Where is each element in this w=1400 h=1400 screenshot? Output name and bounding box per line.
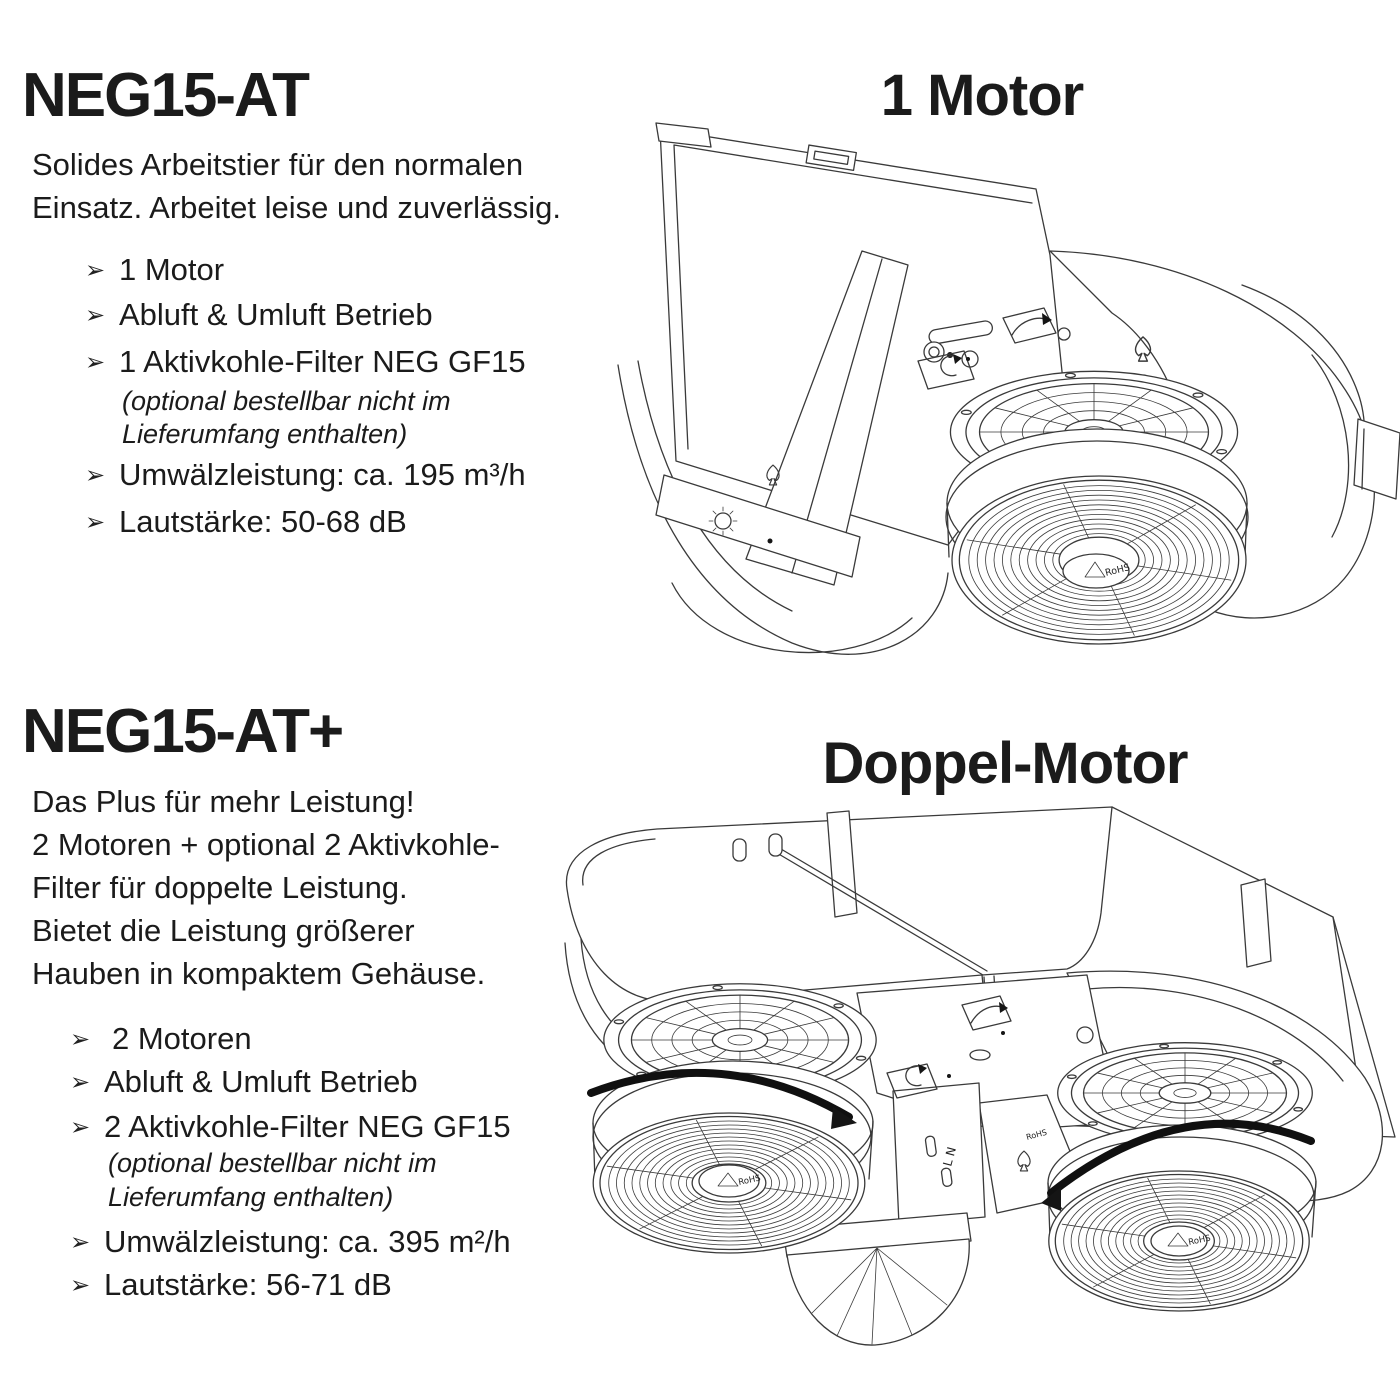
svg-text:RoHS: RoHS [1188,1233,1212,1247]
section2-intro-line3: Filter für doppelte Leistung. [32,870,408,905]
rotation-arrow [587,1068,853,1121]
svg-text:RoHS: RoHS [738,1173,762,1187]
rotation-arrowhead [831,1107,857,1129]
double-motor-drawing: L N RoHS [564,806,1396,1346]
rotation-arrowhead [1041,1187,1061,1211]
section2-bullet-3: ➢ 2 Aktivkohle-Filter NEG GF15 [70,1109,511,1144]
dot [966,357,970,361]
lamp-panel [655,474,861,578]
bullet-arrow-icon: ➢ [85,302,106,329]
screw-hole [1076,1026,1094,1044]
right-carbon-filter: RoHS [1041,1119,1317,1312]
rohs-label: RoHS [698,1164,762,1198]
section2-bullet-2: ➢ Abluft & Umluft Betrieb [70,1064,418,1099]
screw-hole [1057,327,1071,341]
section1-bullet-2: ➢ Abluft & Umluft Betrieb [85,297,433,332]
bullet-arrow-icon: ➢ [70,1272,91,1299]
bullet-arrow-icon: ➢ [85,349,106,376]
bullet-arrow-icon: ➢ [70,1229,91,1256]
section1-bullet-3-note1: (optional bestellbar nicht im [122,386,451,416]
figure1-title: 1 Motor [880,63,1084,128]
mounting-peg [768,833,783,857]
lamp-icon [708,506,738,536]
bullet-arrow-icon: ➢ [70,1069,91,1096]
bullet-arrow-icon: ➢ [85,462,106,489]
bullet-arrow-icon: ➢ [85,257,106,284]
section2-intro-line1: Das Plus für mehr Leistung! [32,784,415,819]
left-carbon-filter: RoHS [587,1060,874,1254]
dot [947,1074,951,1078]
main-hull [564,806,1272,1124]
section1-title: NEG15-AT [22,61,310,130]
dot [1001,1031,1005,1035]
section2-title: NEG15-AT+ [22,697,344,766]
bullet-arrow-icon: ➢ [70,1026,91,1053]
vent-slot [969,1049,991,1061]
section1-bullet-4: ➢ Umwälzleistung: ca. 195 m³/h [85,457,526,492]
section2-intro-line5: Hauben in kompaktem Gehäuse. [32,956,486,991]
section2-bullet-5: ➢ Lautstärke: 56-71 dB [70,1267,392,1302]
exhaust-mode-icon [1002,307,1057,344]
section2-intro-line2: 2 Motoren + optional 2 Aktivkohle- [32,827,500,862]
section1-intro-line2: Einsatz. Arbeitet leise und zuverlässig. [32,190,561,225]
recirculation-mode-icon [917,350,975,390]
rohs-label: RoHS [1062,553,1131,589]
latch [805,144,857,172]
carbon-filter: RoHS [945,428,1249,645]
figure2-title: Doppel-Motor [822,731,1189,796]
section2-bullet-1: ➢ 2 Motoren [70,1021,252,1056]
single-motor-drawing: RoHS [617,122,1400,655]
section1-bullet-5: ➢ Lautstärke: 50-68 dB [85,504,407,539]
terminal-label: L N [940,1145,959,1167]
section1-bullet-3-note2: Lieferumfang enthalten) [122,419,408,449]
bullet-arrow-icon: ➢ [70,1114,91,1141]
section1-bullet-3: ➢ 1 Aktivkohle-Filter NEG GF15 [85,344,526,379]
section2-bullet-3-note2: Lieferumfang enthalten) [108,1182,394,1212]
exhaust-mode-icon [961,995,1012,1031]
section2-intro-line4: Bietet die Leistung größerer [32,913,415,948]
section2-bullet-3-note1: (optional bestellbar nicht im [108,1148,437,1178]
rohs-label: RoHS [1150,1225,1212,1257]
bullet-arrow-icon: ➢ [85,509,106,536]
section1-intro-line1: Solides Arbeitstier für den normalen [32,147,524,182]
recirculation-mode-icon [886,1063,938,1099]
section2-bullet-4: ➢ Umwälzleistung: ca. 395 m²/h [70,1224,511,1259]
rotation-arrow [1047,1119,1315,1197]
section1-bullet-1: ➢ 1 Motor [85,252,225,287]
light-funnel [782,1212,972,1346]
mounting-peg [732,838,747,862]
